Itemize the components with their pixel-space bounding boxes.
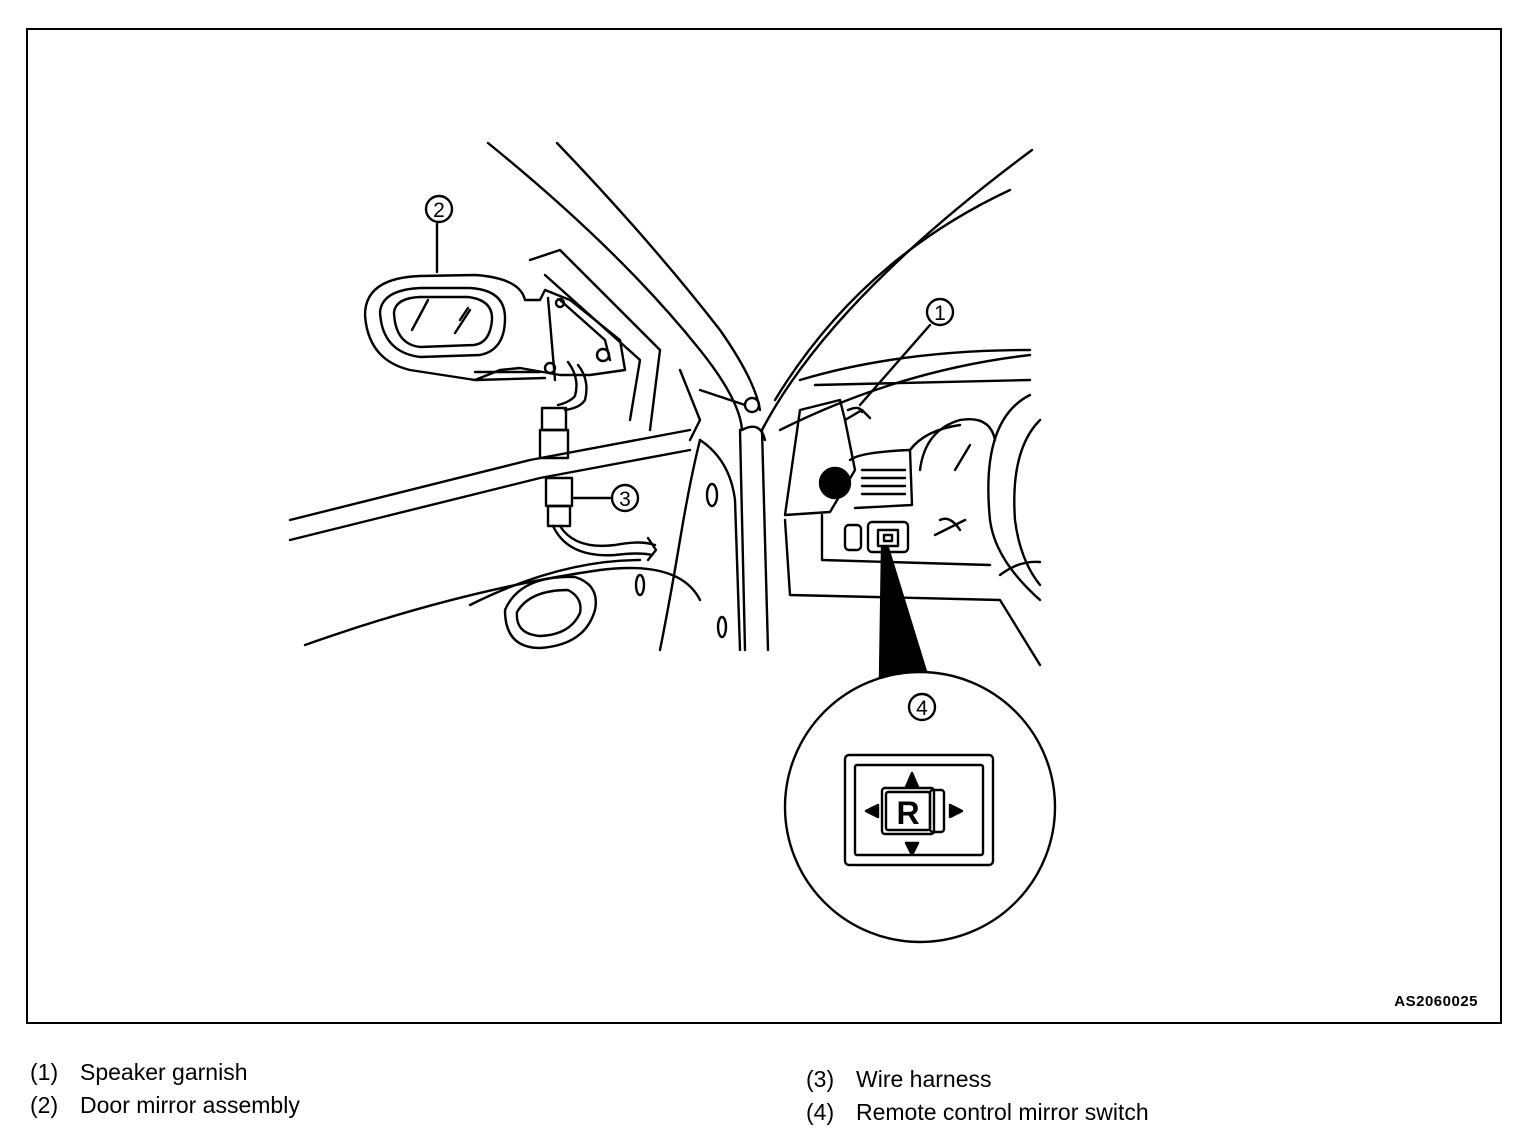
zoom-wedge — [878, 546, 930, 680]
arrow-down-icon — [904, 841, 920, 857]
dashboard — [783, 378, 1042, 667]
arrow-left-icon — [864, 803, 880, 819]
legend-item-1: (1)Speaker garnish — [30, 1059, 248, 1085]
detail-circle: R — [783, 670, 1057, 944]
svg-text:3: 3 — [619, 488, 631, 511]
legend-item-4: (4)Remote control mirror switch — [806, 1099, 1149, 1125]
door-mirror-diagram: R 1 2 3 4 — [288, 141, 1057, 944]
svg-text:4: 4 — [916, 697, 928, 720]
arrow-up-icon — [904, 771, 920, 789]
callout-1: 1 — [925, 297, 955, 327]
figure-frame: AS2060025 — [26, 28, 1502, 1024]
door-body — [288, 248, 742, 652]
a-pillar — [486, 141, 1034, 652]
arrow-right-icon — [948, 803, 964, 819]
callout-4: 4 — [907, 692, 937, 722]
switch-letter: R — [896, 795, 919, 831]
door-mirror-assembly — [363, 273, 627, 382]
figure-code: AS2060025 — [1394, 993, 1478, 1010]
mirror-bolt — [698, 388, 761, 414]
svg-text:2: 2 — [433, 199, 445, 222]
wire-harness — [538, 360, 658, 562]
callout-2: 2 — [424, 194, 454, 224]
svg-text:1: 1 — [934, 302, 946, 325]
mirror-switch-bezel — [843, 753, 995, 867]
legend-item-3: (3)Wire harness — [806, 1066, 992, 1092]
callout-3: 3 — [610, 483, 640, 513]
legend-item-2: (2)Door mirror assembly — [30, 1092, 300, 1118]
